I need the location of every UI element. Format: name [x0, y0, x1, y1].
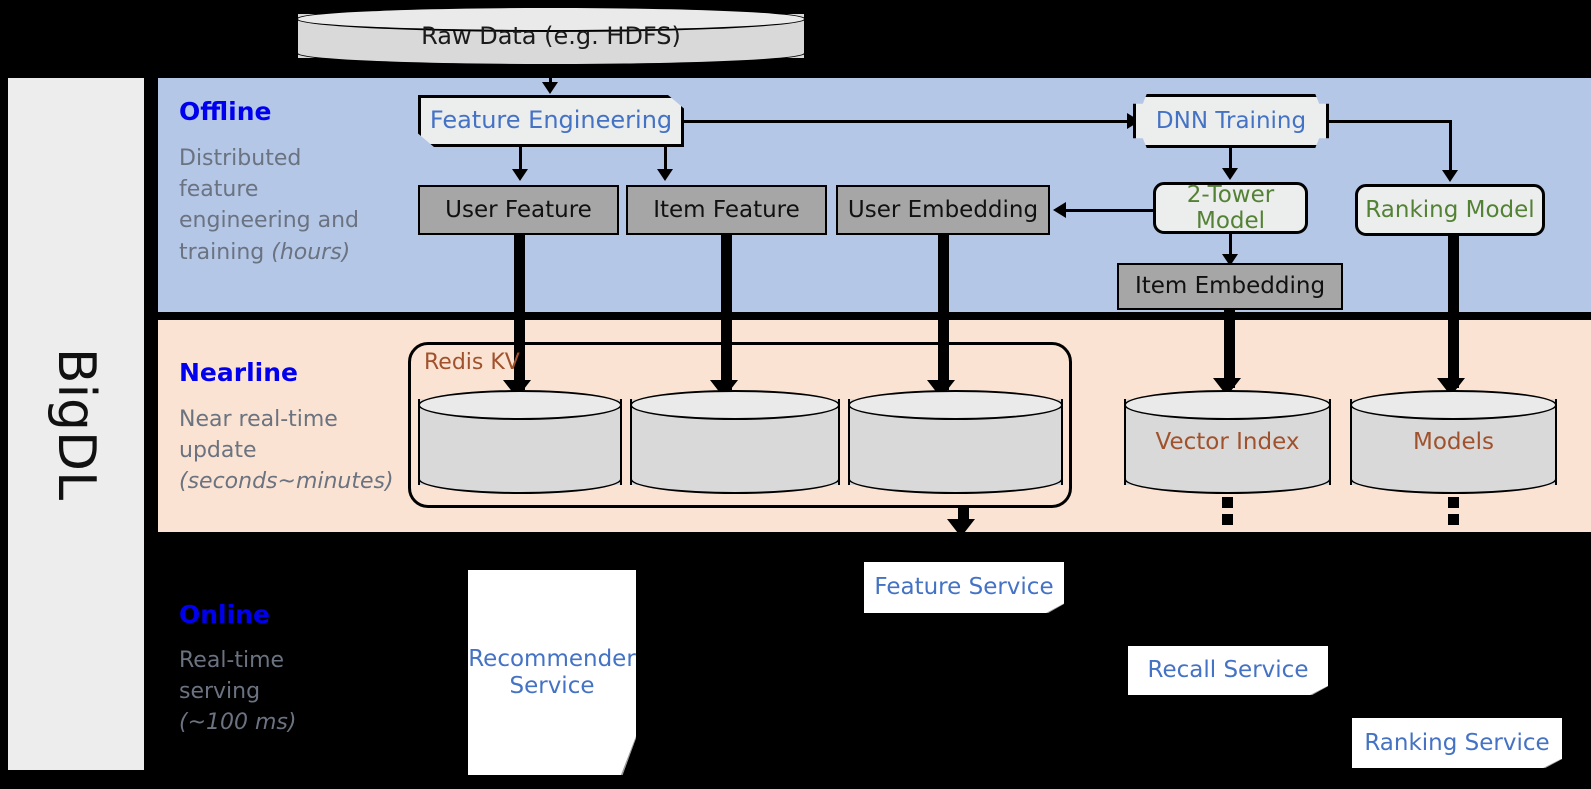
pipe-userfeature-redis — [514, 235, 525, 390]
connector-twotower-userembedding — [1066, 209, 1156, 212]
dash-vector-recall-1 — [1222, 497, 1233, 508]
cylinder-top — [296, 6, 806, 32]
redis-cylinder-user-embedding[interactable] — [848, 390, 1063, 494]
connector-dnn-ranking-h — [1329, 120, 1451, 123]
page-fold-corner — [1310, 685, 1328, 695]
cylinder-top — [848, 390, 1063, 420]
cylinder-top — [1124, 390, 1331, 420]
recommender-service-line2: Service — [509, 672, 595, 699]
offline-caption-line1: Distributed — [179, 146, 302, 171]
arrow-dnn-ranking — [1442, 170, 1458, 182]
ranking-service-node[interactable]: Ranking Service — [1352, 718, 1562, 768]
offline-caption-line4: training — [179, 239, 272, 265]
user-embedding-node[interactable]: User Embedding — [836, 185, 1050, 235]
pipe-rankingmodel-models — [1448, 236, 1459, 388]
connector-fe-userfeature — [519, 147, 522, 173]
redis-cylinder-user-feature[interactable] — [418, 390, 622, 494]
item-feature-node[interactable]: Item Feature — [626, 185, 827, 235]
redis-kv-label: Redis KV — [424, 350, 520, 375]
feature-service-node[interactable]: Feature Service — [864, 562, 1064, 613]
nearline-caption: Near real-time update (seconds~minutes) — [179, 404, 409, 498]
connector-fe-itemfeature — [664, 147, 667, 173]
offline-caption: Distributed feature engineering and trai… — [179, 143, 379, 268]
offline-title: Offline — [179, 97, 272, 126]
models-label: Models — [1412, 429, 1495, 455]
arrow-fe-userfeature — [512, 169, 528, 181]
recommender-service-node[interactable]: Recommender Service — [468, 570, 636, 775]
two-tower-model-node[interactable]: 2-Tower Model — [1153, 182, 1308, 234]
vector-index-cylinder[interactable]: Vector Index — [1124, 390, 1331, 494]
bigdl-framework-rail: BigDL — [8, 78, 144, 770]
ranking-service-label: Ranking Service — [1364, 729, 1550, 756]
raw-data-cylinder: Raw Data (e.g. HDFS) — [296, 6, 806, 66]
page-fold-corner — [1046, 603, 1064, 613]
ranking-model-label: Ranking Model — [1365, 196, 1535, 223]
item-embedding-node[interactable]: Item Embedding — [1117, 263, 1343, 310]
recall-service-label: Recall Service — [1147, 657, 1309, 684]
pipe-userembedding-redis — [938, 235, 949, 390]
online-caption-italic: (~100 ms) — [179, 710, 297, 736]
offline-caption-italic: (hours) — [271, 239, 351, 265]
user-embedding-label: User Embedding — [847, 196, 1039, 223]
feature-engineering-node[interactable]: Feature Engineering — [418, 95, 684, 147]
nearline-title: Nearline — [179, 358, 298, 387]
online-caption-line1: Real-time — [179, 648, 285, 673]
connector-twotower-itememb — [1229, 234, 1232, 258]
dash-models-ranking-1 — [1448, 497, 1459, 508]
arrow-dnn-twotower — [1222, 168, 1238, 180]
models-cylinder[interactable]: Models — [1350, 390, 1557, 494]
cylinder-top — [1350, 390, 1557, 420]
two-tower-model-label: 2-Tower Model — [1186, 181, 1275, 234]
feature-engineering-label: Feature Engineering — [429, 106, 673, 135]
raw-data-label: Raw Data (e.g. HDFS) — [421, 22, 681, 50]
recommender-service-line1: Recommender — [468, 646, 636, 673]
cylinder-top — [418, 390, 622, 420]
connector-dnn-twotower — [1229, 148, 1232, 172]
user-feature-label: User Feature — [445, 196, 592, 223]
item-feature-label: Item Feature — [653, 196, 800, 223]
online-caption-line2: serving — [179, 679, 261, 705]
arrow-rawdata-fe — [542, 82, 558, 94]
cylinder-top — [630, 390, 840, 420]
redis-kv-group — [408, 342, 1072, 508]
offline-caption-line3: engineering and — [179, 208, 360, 234]
feature-service-label: Feature Service — [874, 574, 1054, 601]
nearline-caption-line1: Near real-time — [179, 407, 338, 432]
dash-models-ranking-2 — [1448, 514, 1459, 525]
dash-redis-featureservice-1 — [958, 508, 969, 519]
dnn-training-node[interactable]: DNN Training — [1133, 94, 1329, 148]
arrow-fe-itemfeature — [657, 169, 673, 181]
connector-fe-dnn — [684, 120, 1129, 123]
recommender-service-label: Recommender Service — [468, 570, 636, 775]
user-feature-node[interactable]: User Feature — [418, 185, 619, 235]
nearline-caption-line2: update — [179, 438, 257, 464]
connector-dnn-ranking-v — [1449, 120, 1452, 174]
redis-cylinder-item-feature[interactable] — [630, 390, 840, 494]
arrow-twotower-userembedding — [1053, 202, 1066, 218]
offline-caption-line2: feature — [179, 177, 259, 203]
pipe-itemembedding-vector — [1224, 310, 1235, 388]
online-caption: Real-time serving (~100 ms) — [179, 645, 399, 739]
nearline-caption-italic: (seconds~minutes) — [179, 469, 394, 495]
pipe-itemfeature-redis — [721, 235, 732, 390]
ranking-model-node[interactable]: Ranking Model — [1355, 184, 1545, 236]
vector-index-label: Vector Index — [1155, 429, 1300, 455]
online-title: Online — [179, 600, 270, 629]
arrow-redis-featureservice — [947, 519, 975, 537]
dash-vector-recall-2 — [1222, 514, 1233, 525]
page-fold-corner — [1543, 758, 1562, 768]
recall-service-node[interactable]: Recall Service — [1128, 646, 1328, 695]
connector-rawdata-fe — [549, 66, 552, 86]
dnn-training-label: DNN Training — [1155, 107, 1307, 134]
bigdl-label: BigDL — [46, 347, 106, 501]
item-embedding-label: Item Embedding — [1134, 273, 1326, 300]
